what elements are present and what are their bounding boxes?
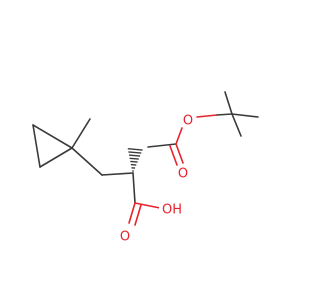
molecule-structure: O O OH O: [32, 91, 259, 245]
hydroxyl-label: OH: [162, 203, 182, 218]
bond-ring-methyl: [71, 118, 91, 149]
bond-ester-carbonyl-2: [169, 145, 178, 166]
bond-tbu-methyl-down: [231, 113, 242, 137]
bond-tbu-methyl-right: [231, 113, 259, 118]
acid-carbonyl-oxygen-label: O: [120, 230, 130, 245]
bond-ch2-ester-c: [147, 143, 177, 148]
bond-ester-carbonyl-1: [175, 143, 184, 164]
ester-oxygen-label: O: [183, 114, 193, 129]
ester-carbonyl-oxygen-atom: O: [175, 166, 191, 182]
bond-stereocenter-acid-c: [132, 172, 136, 204]
hydroxyl-atom: OH: [159, 202, 185, 219]
bond-ring-ch2: [71, 147, 103, 176]
bond-acid-carbonyl-1: [128, 202, 136, 224]
bond-ring-3: [39, 147, 73, 168]
bond-o-tbu: [196, 114, 218, 118]
acid-carbonyl-oxygen-atom: O: [117, 229, 133, 245]
hashed-wedge-bond: [127, 148, 143, 172]
bond-acid-carbonyl-2: [134, 204, 142, 226]
bond-o-tbu-c: [216, 113, 233, 116]
bond-tbu-methyl-up: [224, 91, 233, 115]
bond-ring-2: [32, 124, 41, 168]
ester-oxygen-atom: O: [180, 113, 196, 129]
ester-carbonyl-oxygen-label: O: [178, 167, 188, 182]
bond-ch2-stereocenter: [101, 172, 134, 176]
cyclopropane-ring: [32, 124, 73, 168]
bond-ester-c-o: [175, 127, 183, 145]
bond-ring-1: [32, 124, 73, 149]
bond-acid-c-oh: [134, 202, 161, 209]
